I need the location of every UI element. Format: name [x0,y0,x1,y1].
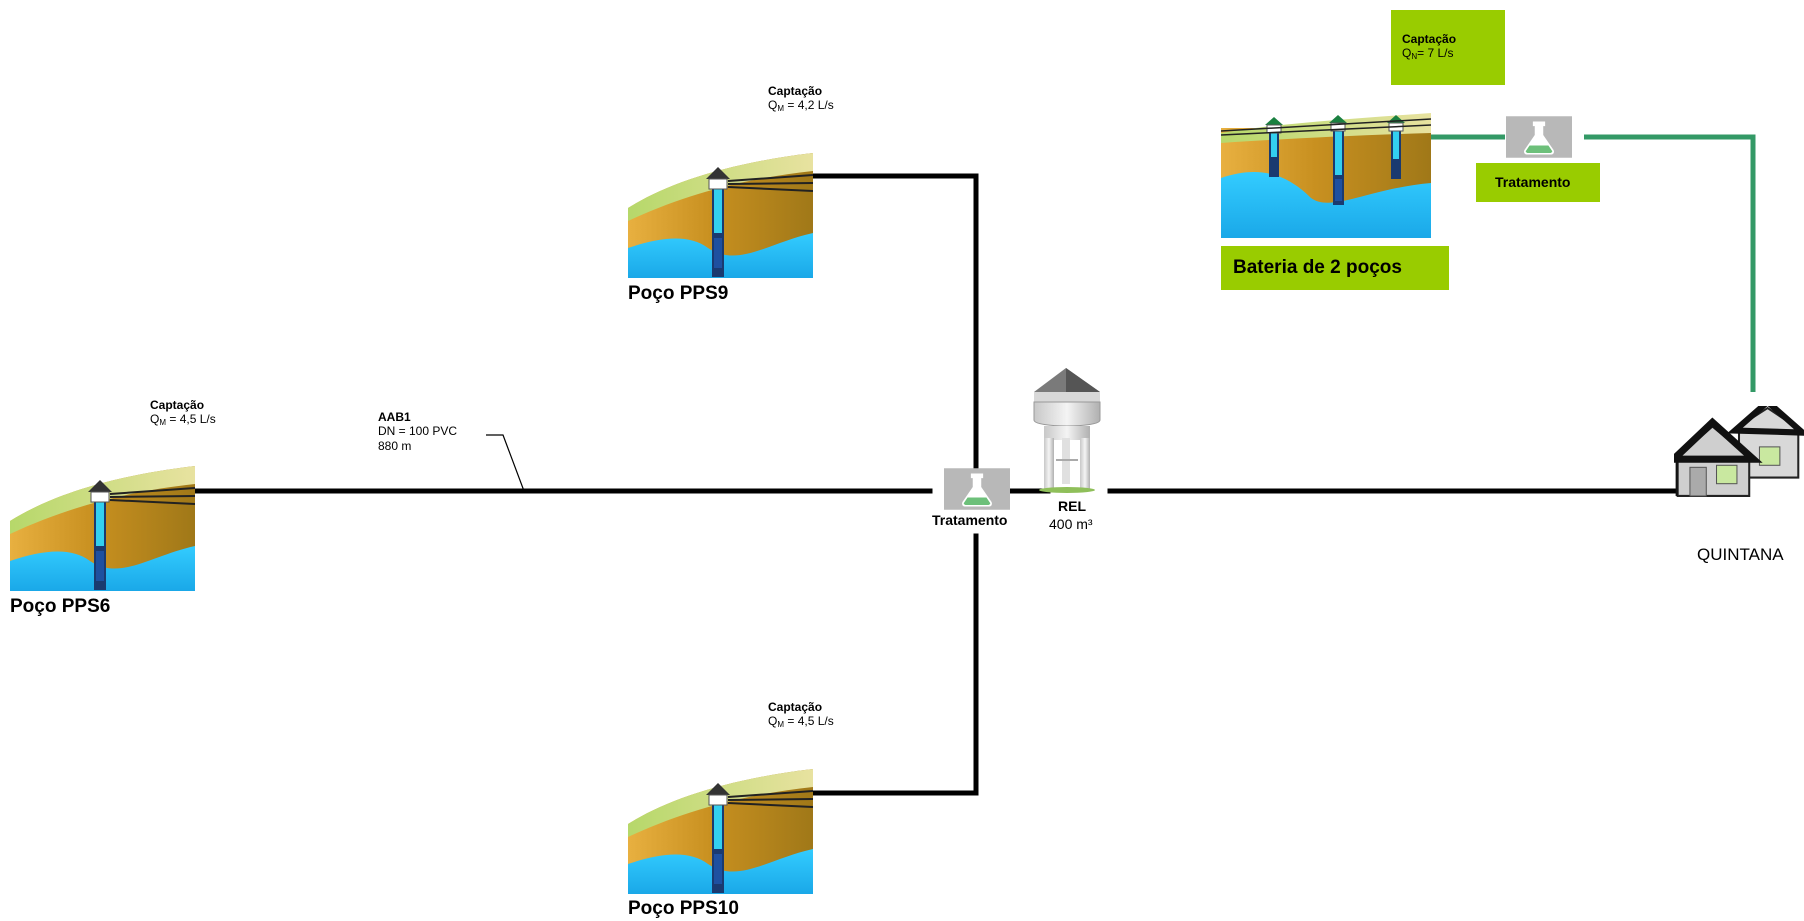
pipe-length: 880 m [378,438,412,453]
capture-title: Captação [1402,32,1457,46]
green-pipe [1420,134,1756,392]
reservoir-volume: 400 m³ [1049,516,1093,532]
well-name-pps10: Poço PPS10 [628,898,739,919]
houses-icon [1674,402,1803,496]
well-pps9-icon [628,153,813,278]
treatment-green-label: Tratamento [1495,174,1571,190]
treatment-main-label: Tratamento [932,512,1008,528]
well-battery-icon [1221,113,1431,238]
capture-label-pps9: Captação QM = 4,2 L/s [768,84,834,114]
reservoir-name: REL [1058,498,1086,514]
water-tower-icon [1033,368,1101,493]
pipe-label: AAB1 DN = 100 PVC 880 m [378,410,457,453]
well-pps6-icon [10,466,195,591]
capture-label-battery: Captação QN= 7 L/s [1402,32,1456,62]
well-name-pps9: Poço PPS9 [628,283,729,304]
capture-label-pps6: Captação QM = 4,5 L/s [150,398,216,428]
destination-label: QUINTANA [1697,545,1784,564]
well-name-pps6: Poço PPS6 [10,596,111,617]
flow-rate: QM = 4,5 L/s [150,412,216,428]
pipe-pps10 [807,533,979,796]
pipe-name: AAB1 [378,410,411,424]
well-pps10-icon [628,769,813,894]
capture-title: Captação [768,84,823,98]
pipe-label-leader [486,434,525,492]
flow-rate: QM = 4,2 L/s [768,98,834,114]
capture-title: Captação [150,398,205,412]
flow-rate: QN= 7 L/s [1402,46,1454,62]
flow-rate: QM = 4,5 L/s [768,714,834,730]
treatment-main-icon [944,468,1010,510]
capture-label-pps10: Captação QM = 4,5 L/s [768,700,834,730]
pipe-diameter: DN = 100 PVC [378,424,458,439]
battery-name-box [1221,246,1449,290]
pipe-pps9 [807,173,979,483]
treatment-green-box [1476,163,1600,202]
treatment-green-icon [1506,116,1572,158]
pipe-network [187,173,1691,796]
capture-title: Captação [768,700,823,714]
battery-capture-box [1391,10,1505,85]
well-name-battery: Bateria de 2 poços [1233,257,1402,278]
